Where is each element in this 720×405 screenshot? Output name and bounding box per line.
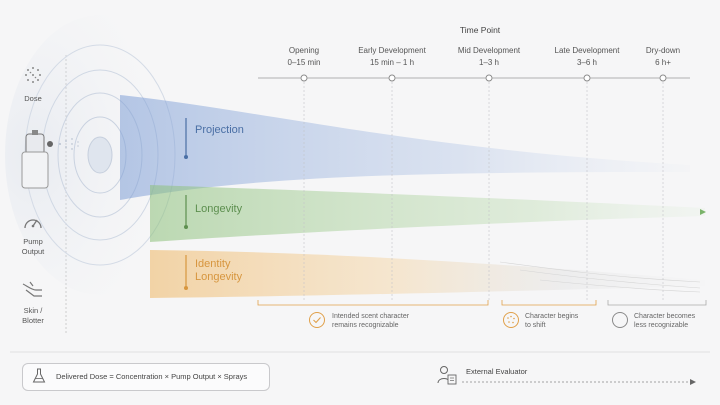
timepoint-range: 15 min – 1 h [369,58,415,67]
time-axis-ticks [300,74,667,300]
formula-box [22,363,270,391]
identity-band [150,250,705,298]
timepoint-name: Opening [288,46,320,55]
shift-circle-icon [503,312,519,328]
timepoint-range: 1–3 h [478,58,500,67]
longevity-dot [184,225,188,229]
timepoint-marker-0 [300,74,308,82]
evaluator-icon [437,366,457,385]
flask-icon [32,368,46,383]
spray-bottle-icon [21,130,79,189]
legend-recognizable: Intended scent character remains recogni… [332,313,410,329]
sidebar-item-skin-blotter: Skin / Blotter [22,306,44,325]
formula-text: Delivered Dose = Concentration × Pump Ou… [56,372,248,381]
evaluator-label: External Evaluator [466,367,528,376]
drift-lines [499,261,701,293]
longevity-band [150,185,705,242]
time-axis-title: Time Point [459,25,501,35]
timepoint-name: Early Development [358,46,426,55]
track-label-identity-longevity: Identity Longevity [195,258,243,283]
dots-icon [25,67,41,83]
legend-shift: Character begins to shift [525,313,579,329]
timepoint-marker-2 [485,74,493,82]
check-circle-icon [309,312,325,328]
timepoint-marker-3 [583,74,591,82]
track-label-projection: Projection [195,124,244,136]
faded-circle-icon [612,312,628,328]
legend-less-recognizable: Character becomes less recognizable [634,313,696,329]
projection-band [120,95,690,200]
timepoint-marker-1 [388,74,396,82]
track-label-longevity: Longevity [195,203,243,215]
legend-brackets [257,300,597,306]
sidebar-item-dose: Dose [24,94,42,103]
longevity-arrow [700,209,706,215]
timepoint-marker-4 [659,74,667,82]
evaluator-arrow-head [690,379,696,385]
gauge-icon [24,219,42,229]
hand-icon [22,281,42,297]
timepoint-range: 0–15 min [287,58,321,67]
sidebar-item-pump-output: Pump Output [21,237,45,256]
projection-dot [184,155,188,159]
timepoint-name: Dry-down [645,46,681,55]
timepoint-range: 6 h+ [655,58,671,67]
identity-dot [184,286,188,290]
timepoint-range: 3–6 h [576,58,598,67]
timepoint-name: Late Development [554,46,620,55]
timepoint-name: Mid Development [457,46,521,55]
legend-bracket-grey [607,300,707,306]
